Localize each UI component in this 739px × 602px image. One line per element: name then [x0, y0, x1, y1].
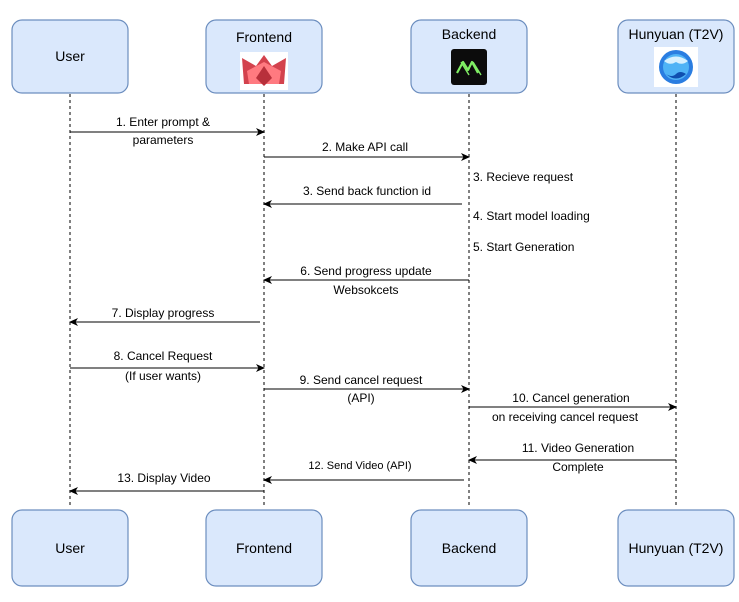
message-7-label: 7. Display progress: [112, 306, 215, 320]
actor-user-top: User: [11, 19, 129, 94]
step-4-note: 4. Start model loading: [473, 209, 590, 223]
message-3: 3. Send back function id: [263, 184, 462, 208]
message-7: 7. Display progress: [69, 306, 260, 326]
hunyuan-logo-icon: [654, 47, 698, 87]
message-11-label-line2: Complete: [552, 460, 604, 474]
message-6-label-line2: Websokcets: [333, 283, 398, 297]
actor-backend-bottom-label: Backend: [442, 540, 496, 556]
message-12: 12. Send Video (API): [263, 460, 464, 484]
modal-logo-icon: [451, 49, 487, 85]
message-8: 8. Cancel Request (If user wants): [70, 349, 265, 383]
message-6-label: 6. Send progress update: [300, 264, 432, 278]
actor-frontend-bottom: Frontend: [205, 509, 323, 587]
actor-hunyuan-label: Hunyuan (T2V): [629, 26, 724, 42]
actor-frontend-label: Frontend: [236, 29, 292, 45]
step-3-note: 3. Recieve request: [473, 170, 574, 184]
message-10-label: 10. Cancel generation: [512, 391, 629, 405]
step-5-note: 5. Start Generation: [473, 240, 574, 254]
message-1: 1. Enter prompt & parameters: [70, 115, 265, 147]
message-13: 13. Display Video: [69, 471, 264, 495]
message-2-label: 2. Make API call: [322, 140, 408, 154]
streamlit-logo-icon: [240, 52, 288, 90]
message-1-label-line2: parameters: [133, 133, 194, 147]
message-1-label: 1. Enter prompt &: [116, 115, 210, 129]
actor-backend-label: Backend: [442, 26, 496, 42]
actor-backend-bottom: Backend: [410, 509, 528, 587]
message-8-label-line2: (If user wants): [125, 369, 201, 383]
message-2: 2. Make API call: [264, 140, 470, 161]
message-9-label: 9. Send cancel request: [300, 373, 423, 387]
actor-frontend-top: Frontend: [205, 19, 323, 94]
message-9-label-line2: (API): [347, 391, 374, 405]
message-8-label: 8. Cancel Request: [114, 349, 213, 363]
actor-frontend-bottom-label: Frontend: [236, 540, 292, 556]
message-11-label: 11. Video Generation: [522, 441, 634, 455]
message-9: 9. Send cancel request (API): [264, 373, 470, 405]
actor-user-label: User: [55, 48, 85, 64]
actor-user-bottom-label: User: [55, 540, 85, 556]
actor-hunyuan-top: Hunyuan (T2V): [617, 19, 735, 94]
actor-backend-top: Backend: [410, 19, 528, 94]
message-10-label-line2: on receiving cancel request: [492, 410, 639, 424]
message-13-label: 13. Display Video: [117, 471, 210, 485]
message-11: 11. Video Generation Complete: [468, 441, 676, 474]
message-3-label: 3. Send back function id: [303, 184, 431, 198]
actor-hunyuan-bottom: Hunyuan (T2V): [617, 509, 735, 587]
message-10: 10. Cancel generation on receiving cance…: [469, 391, 677, 424]
message-12-label: 12. Send Video (API): [308, 460, 411, 472]
message-6: 6. Send progress update Websokcets: [263, 264, 469, 297]
actor-user-bottom: User: [11, 509, 129, 587]
actor-hunyuan-bottom-label: Hunyuan (T2V): [629, 540, 724, 556]
